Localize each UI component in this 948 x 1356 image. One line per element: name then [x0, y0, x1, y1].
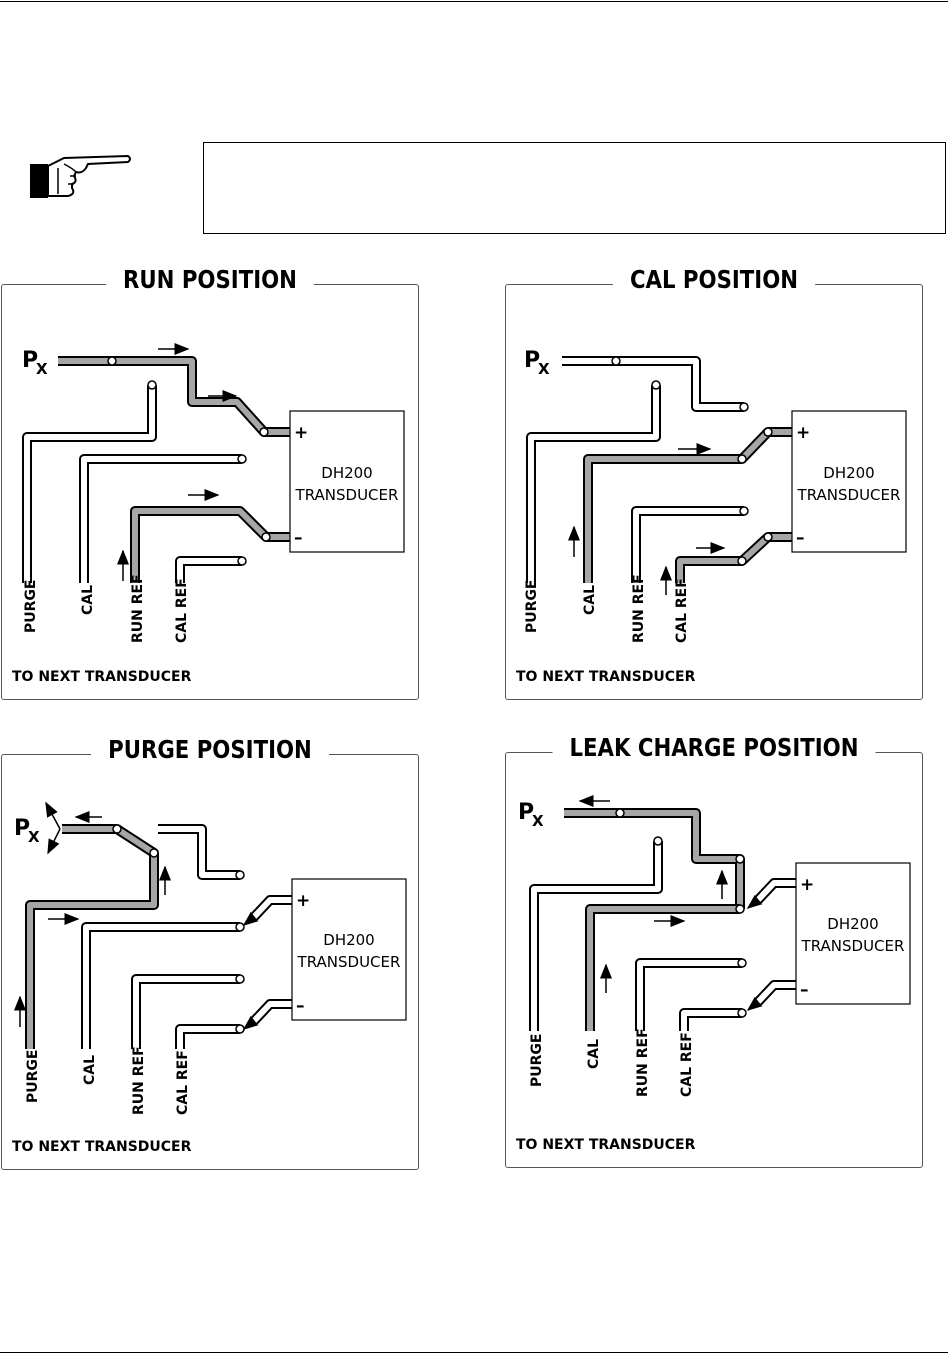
port-label-purge: PURGE: [524, 580, 540, 633]
transducer-box: [291, 878, 407, 1021]
purge-position-diagram: DH200 TRANSDUCER + – P X PURGE CAL RUN R…: [12, 801, 407, 1155]
transducer-label-1: DH200: [823, 464, 874, 482]
port-label-run-ref: RUN REF: [131, 1046, 147, 1115]
panel-title: CAL POSITION: [612, 265, 816, 294]
transducer-label-2: TRANSDUCER: [801, 937, 905, 955]
port-label-purge: PURGE: [529, 1034, 545, 1087]
run-position-panel: RUN POSITION: [1, 265, 419, 700]
port-label-cal-ref: CAL REF: [679, 1032, 695, 1097]
minus-sign: –: [800, 980, 809, 1000]
plus-sign: +: [796, 423, 810, 443]
port-label-purge: PURGE: [25, 1050, 41, 1103]
run-ref-tube: [631, 506, 744, 583]
cal-position-panel: CAL POSITION DH200: [505, 265, 923, 700]
run-ref-tube: [130, 506, 290, 583]
note-box: [203, 142, 946, 234]
run-ref-tube: [131, 974, 240, 1049]
top-rule: [0, 1, 948, 2]
port-label-purge: PURGE: [23, 580, 39, 633]
port-label-cal: CAL: [582, 585, 598, 615]
px-subscript: X: [532, 812, 544, 830]
run-position-diagram: DH200 TRANSDUCER + – P X PURGE CAL RUN R…: [12, 343, 405, 685]
px-label: P: [524, 348, 540, 373]
transducer-label-1: DH200: [323, 931, 374, 949]
port-label-cal: CAL: [586, 1039, 602, 1069]
transducer-box: [795, 862, 911, 1005]
minus-sign: –: [796, 528, 805, 548]
plus-sign: +: [800, 875, 814, 895]
leak-charge-position-panel: LEAK CHARGE POSITION: [505, 733, 923, 1168]
px-label: P: [22, 348, 38, 373]
port-label-cal: CAL: [80, 585, 96, 615]
transducer-box: [289, 410, 405, 553]
port-label-run-ref: RUN REF: [130, 574, 146, 643]
pointing-hand-icon: [30, 154, 131, 198]
purge-position-panel: PURGE POSITION: [1, 735, 419, 1170]
transducer-label-1: DH200: [321, 464, 372, 482]
port-label-cal-ref: CAL REF: [175, 1050, 191, 1115]
minus-sign: –: [296, 996, 305, 1016]
port-label-run-ref: RUN REF: [631, 574, 647, 643]
port-label-run-ref: RUN REF: [635, 1028, 651, 1097]
px-subscript: X: [28, 828, 40, 846]
transducer-label-2: TRANSDUCER: [797, 486, 901, 504]
port-label-cal: CAL: [82, 1055, 98, 1085]
cal-position-diagram: DH200 TRANSDUCER + – P X PURGE CAL RUN R…: [516, 348, 907, 685]
transducer-label-2: TRANSDUCER: [297, 953, 401, 971]
leak-charge-position-diagram: DH200 TRANSDUCER + – P X PURGE CAL RUN R…: [516, 795, 911, 1153]
px-label: P: [518, 800, 534, 825]
plus-sign: +: [294, 423, 308, 443]
footer-label: TO NEXT TRANSDUCER: [516, 1137, 696, 1153]
footer-label: TO NEXT TRANSDUCER: [516, 669, 696, 685]
transducer-box: [791, 410, 907, 553]
footer-label: TO NEXT TRANSDUCER: [12, 669, 192, 685]
run-ref-tube: [635, 958, 742, 1031]
footer-label: TO NEXT TRANSDUCER: [12, 1139, 192, 1155]
bottom-rule: [0, 1352, 948, 1353]
port-label-cal-ref: CAL REF: [174, 578, 190, 643]
transducer-label-2: TRANSDUCER: [295, 486, 399, 504]
port-label-cal-ref: CAL REF: [674, 578, 690, 643]
panel-title: PURGE POSITION: [91, 735, 329, 764]
minus-sign: –: [294, 528, 303, 548]
px-label: P: [14, 816, 30, 841]
transducer-label-1: DH200: [827, 915, 878, 933]
panel-title: LEAK CHARGE POSITION: [552, 733, 876, 762]
panel-title: RUN POSITION: [106, 265, 314, 294]
px-subscript: X: [36, 360, 48, 378]
px-subscript: X: [538, 360, 550, 378]
plus-sign: +: [296, 891, 310, 911]
